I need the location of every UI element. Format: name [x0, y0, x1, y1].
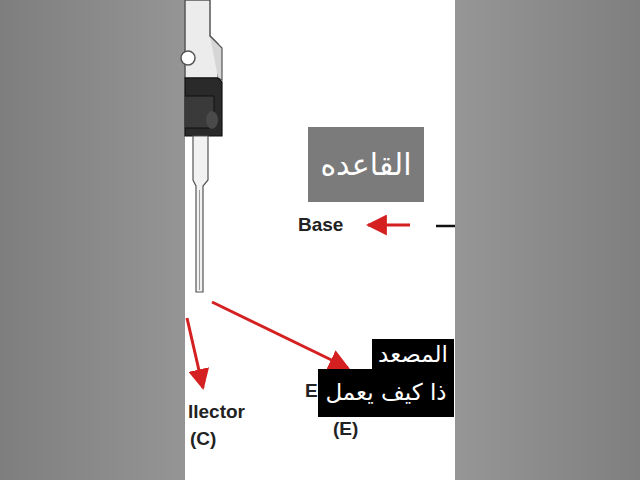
pin-name: Base	[298, 214, 343, 236]
pin-letter: (E)	[333, 418, 358, 440]
pin-letter: (C)	[190, 428, 216, 450]
pin-name: llector	[188, 401, 245, 423]
pin-name: E	[305, 380, 318, 402]
node-text: ذا كيف يعمل	[325, 379, 446, 407]
left-band	[0, 0, 186, 480]
grey-label-box: القاعده	[308, 127, 424, 202]
node-text: المصعد	[378, 341, 448, 369]
caption-box: ذا كيف يعمل	[318, 369, 454, 417]
caption-box: المصعد	[372, 339, 454, 371]
right-band	[455, 0, 640, 480]
node-text: القاعده	[320, 147, 411, 183]
